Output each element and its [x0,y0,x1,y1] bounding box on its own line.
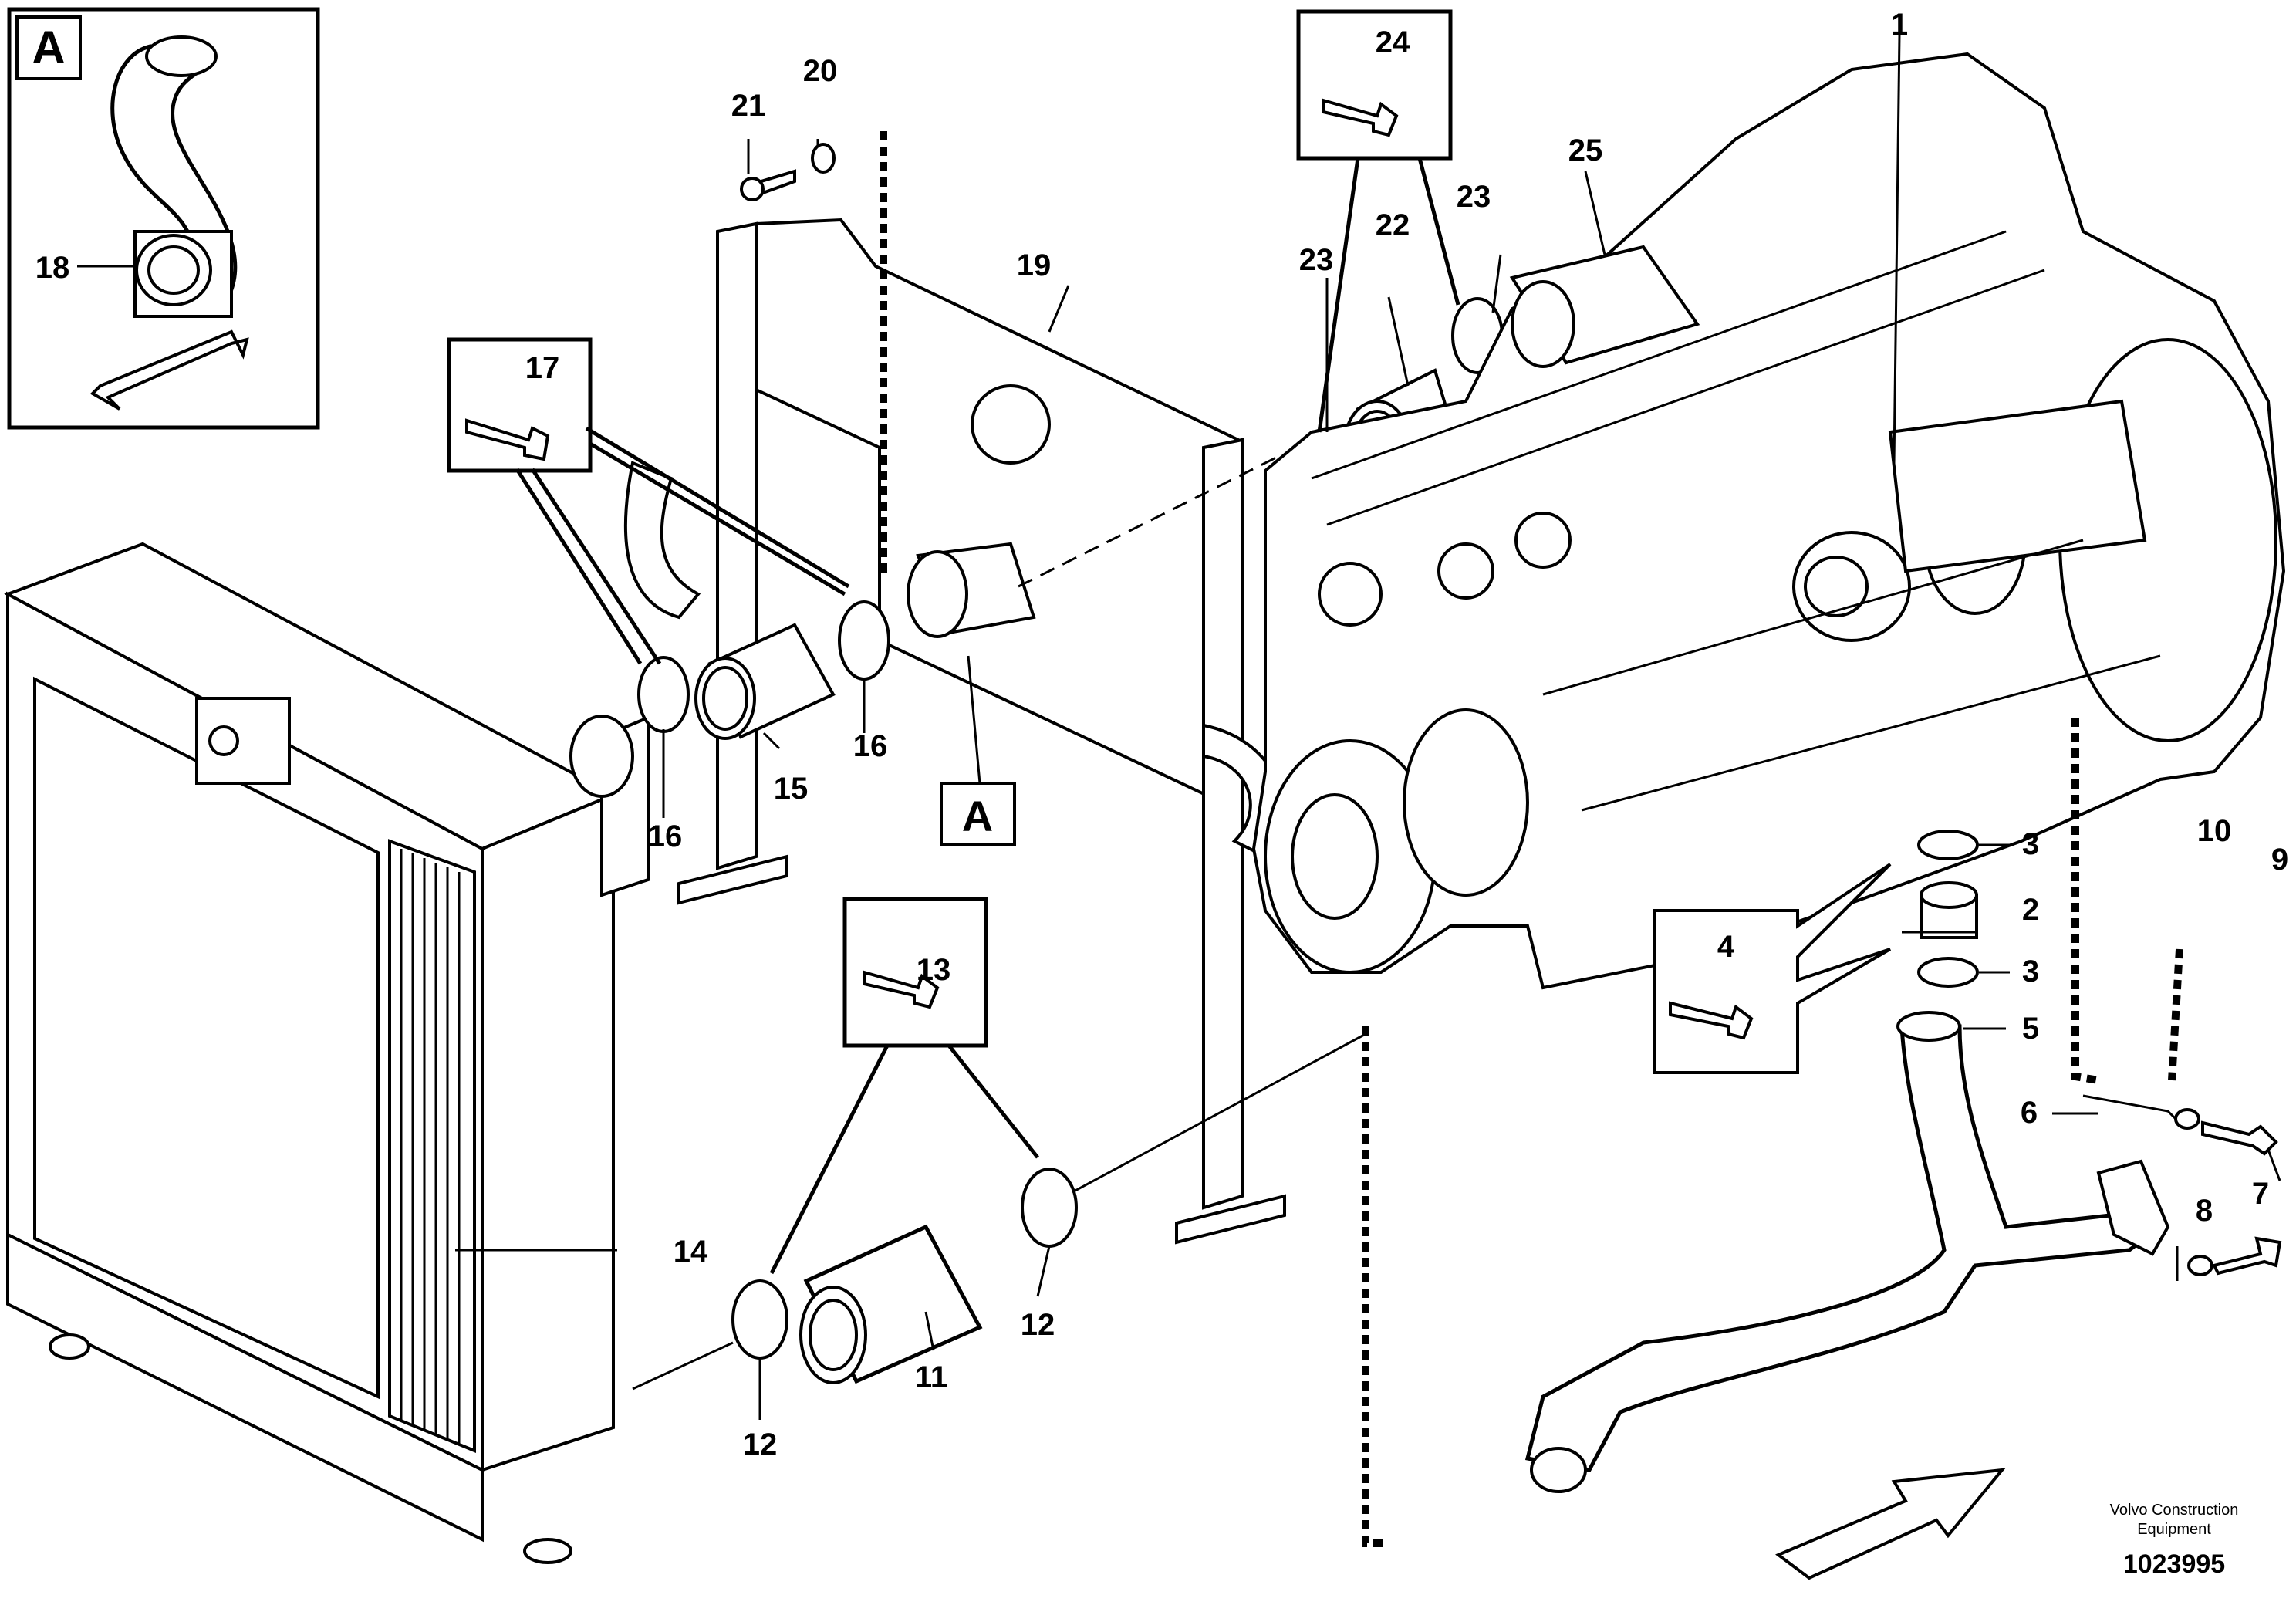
inset-letter: A [32,22,65,73]
bolt-24-icon [1322,98,1399,137]
clamp-3-lower [1917,957,1979,988]
flow-direction-arrow-icon [1775,1468,2006,1580]
callout-13: 13 [917,953,951,987]
view-a-marker: A [940,655,1016,846]
washer-20 [811,143,836,174]
engine-block [1251,52,2286,990]
washer-8 [2187,1255,2213,1276]
callout-box-17 [447,337,850,665]
callout-10: 10 [2197,814,2232,848]
callout-box-24 [1296,9,1460,433]
bolt-9 [2201,1120,2278,1156]
drawing-number: 1023995 [2123,1549,2225,1579]
clamp-16-left [637,656,690,733]
callout-11: 11 [915,1360,947,1394]
brand-line-1: Volvo Construction [2110,1502,2239,1519]
title-block: Volvo Construction Equipment 1023995 [2110,1502,2239,1579]
callout-9: 9 [2271,843,2288,877]
callout-24: 24 [1376,25,1410,59]
callout-box-13 [769,897,1039,1275]
callout-14: 14 [674,1235,708,1269]
dashed-connectors [880,131,2183,1547]
callout-23-left: 23 [1299,243,1334,277]
callout-18: 18 [35,251,70,285]
callout-16-left: 16 [648,819,683,853]
exhaust-outlet-parts [1524,830,2282,1493]
callout-17: 17 [525,351,560,385]
pipe-end-flange [145,35,218,77]
bolt-17-icon [465,418,550,461]
outlet-pipe-5 [1524,1024,2163,1472]
callout-5: 5 [2022,1012,2039,1046]
callout-12-right: 12 [1021,1308,1055,1342]
view-label: A [962,792,993,840]
clamp-3-upper [1917,830,1979,860]
callout-7: 7 [2252,1177,2269,1211]
bolts-20-21 [740,143,836,201]
bolt-7 [2212,1236,2282,1276]
callout-21: 21 [731,89,766,123]
callout-12-left: 12 [743,1428,778,1461]
callout-20: 20 [803,54,838,88]
callout-19: 19 [1017,248,1052,282]
callout-box-4 [1653,863,1892,1074]
detail-inset-a: A [7,7,320,430]
radiator-assembly [4,542,650,1564]
callout-23-right: 23 [1457,180,1491,214]
callout-8: 8 [2196,1194,2213,1228]
callout-2: 2 [2022,893,2039,927]
bolt-4-icon [1669,1001,1754,1040]
lower-hose-parts [632,1032,1366,1391]
clamp-12-left [731,1279,788,1360]
callout-25: 25 [1568,133,1603,167]
direction-arrow-icon [89,329,249,411]
brand-line-2: Equipment [2137,1521,2211,1538]
callout-3-upper: 3 [2022,827,2039,861]
clamp-16-right [838,600,890,681]
callout-22: 22 [1376,208,1410,242]
charge-air-hoses [569,454,1281,798]
callout-15: 15 [774,772,809,806]
callout-1: 1 [1891,8,1908,42]
clamp-12-right [1021,1168,1078,1248]
part-number-callouts: 1 2 3 3 4 5 6 7 8 9 10 11 12 12 13 14 15… [35,8,2288,1461]
callout-16-right: 16 [853,729,888,763]
bolt-13-icon [863,970,940,1009]
bracket-6 [2096,1159,2170,1256]
callout-4: 4 [1717,930,1735,964]
leader-lines [455,34,2281,1420]
callout-6: 6 [2021,1096,2038,1130]
callout-3-lower: 3 [2022,955,2039,988]
washer-10 [2174,1108,2200,1130]
